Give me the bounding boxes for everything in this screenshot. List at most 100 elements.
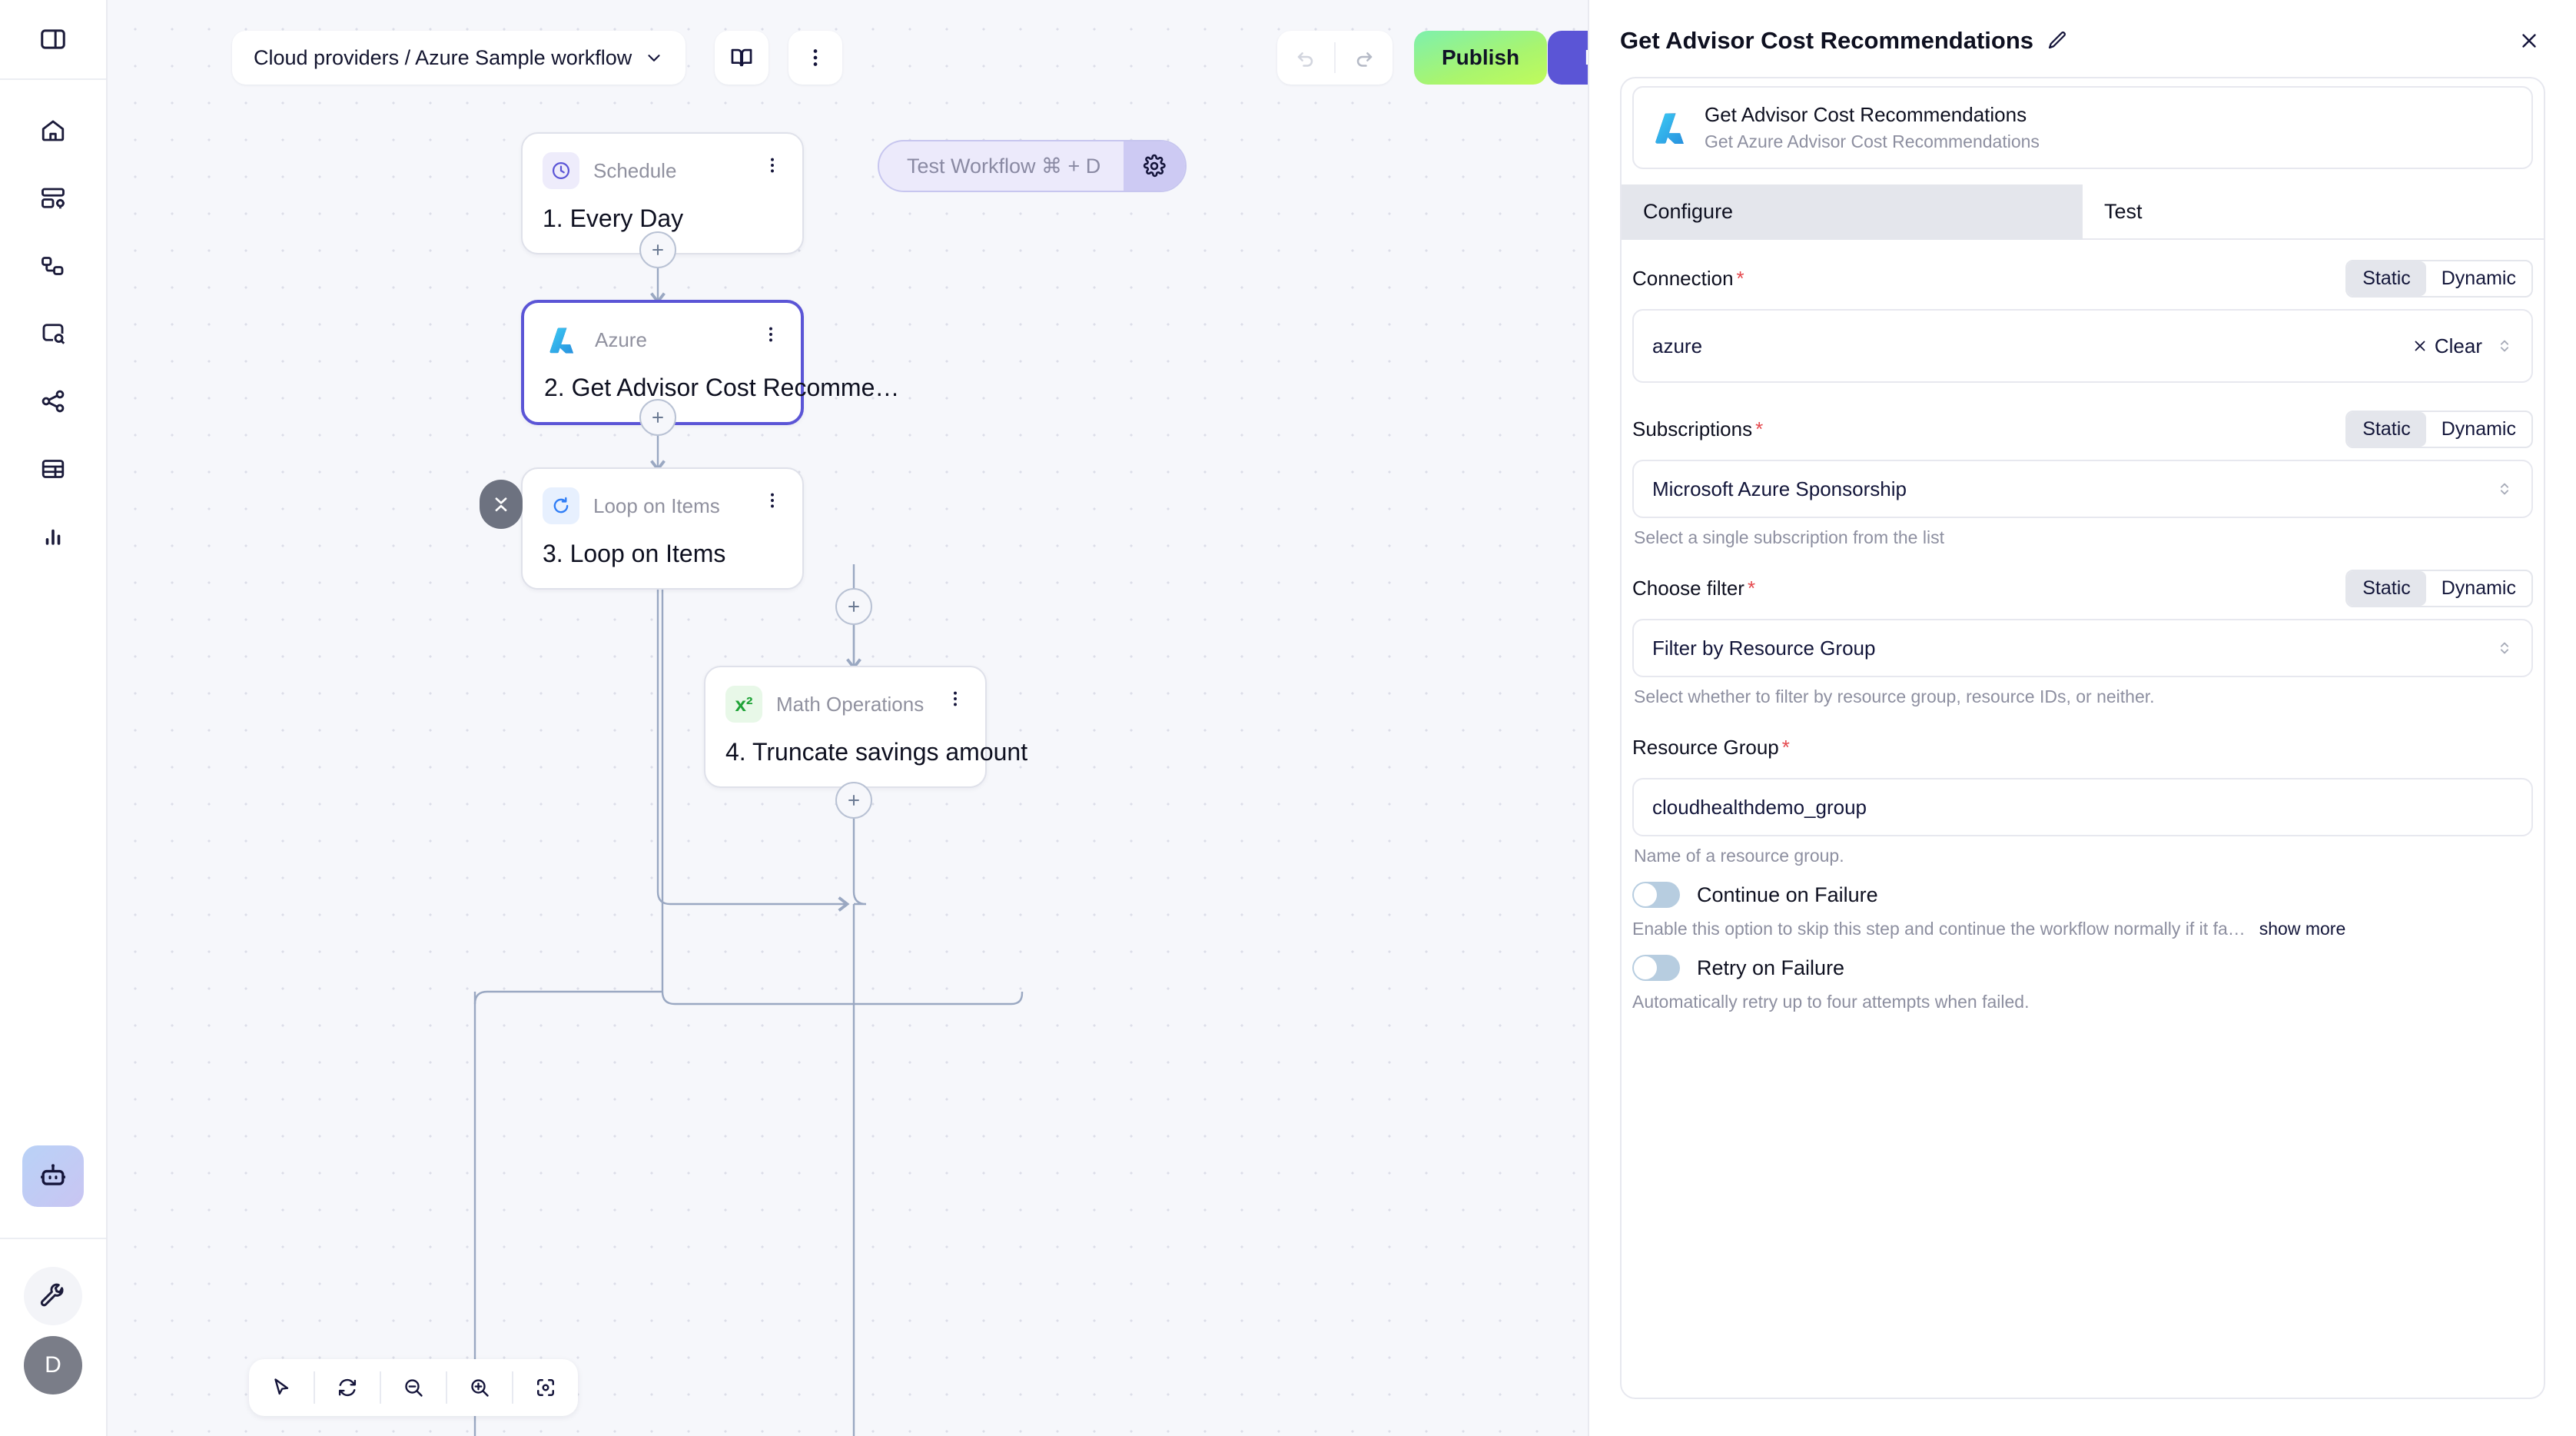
test-settings-button[interactable] — [1124, 141, 1186, 191]
docs-button[interactable] — [715, 31, 768, 85]
sidebar-item-integrations[interactable] — [25, 380, 81, 423]
reset-icon — [336, 1376, 359, 1399]
divider — [512, 1371, 513, 1404]
retry-on-failure-description: Automatically retry up to four attempts … — [1632, 992, 2030, 1012]
node-title: 4. Truncate savings amount — [725, 738, 1028, 766]
node-menu-button[interactable] — [762, 490, 782, 510]
workflow-node-loop[interactable]: Loop on Items 3. Loop on Items — [521, 467, 804, 590]
fit-to-view-button[interactable] — [513, 1359, 578, 1416]
chevron-updown-icon[interactable] — [2496, 638, 2513, 658]
add-step-button[interactable] — [639, 399, 676, 436]
add-step-button[interactable] — [835, 782, 872, 819]
loop-icon — [543, 487, 579, 524]
node-kind-label: Loop on Items — [593, 494, 720, 517]
rail-divider — [0, 1238, 106, 1239]
cursor-icon — [270, 1376, 293, 1399]
sidebar-item-workflows[interactable] — [25, 244, 81, 288]
toggle-knob — [1634, 956, 1657, 979]
sidebar-item-reports[interactable] — [25, 515, 81, 558]
sidebar-item-tables[interactable] — [25, 447, 81, 490]
settings-tools-button[interactable] — [24, 1267, 82, 1325]
close-icon[interactable] — [2513, 25, 2545, 57]
sidebar-toggle-button[interactable] — [0, 0, 106, 80]
add-step-button[interactable] — [835, 588, 872, 625]
zoom-in-button[interactable] — [447, 1359, 512, 1416]
subscriptions-dynamic-option[interactable]: Dynamic — [2441, 417, 2516, 440]
reset-view-button[interactable] — [315, 1359, 380, 1416]
choose-filter-dynamic-option[interactable]: Dynamic — [2441, 577, 2516, 599]
undo-redo-group — [1277, 31, 1393, 85]
subscriptions-static-option[interactable]: Static — [2347, 411, 2426, 447]
pencil-icon[interactable] — [2046, 29, 2069, 52]
close-x-icon — [2412, 337, 2428, 354]
retry-on-failure-label: Retry on Failure — [1697, 956, 1845, 979]
node-menu-button[interactable] — [945, 689, 965, 709]
ai-assistant-button[interactable] — [22, 1145, 84, 1207]
connection-dynamic-option[interactable]: Dynamic — [2441, 267, 2516, 289]
add-step-button[interactable] — [639, 231, 676, 268]
node-kind-label: Math Operations — [776, 692, 925, 716]
continue-on-failure-description: Enable this option to skip this step and… — [1632, 919, 2246, 939]
redo-button[interactable] — [1336, 46, 1393, 69]
plus-icon — [845, 598, 862, 615]
connection-static-option[interactable]: Static — [2347, 261, 2426, 296]
required-asterisk: * — [1781, 735, 1790, 759]
home-icon — [39, 117, 67, 145]
workflow-breadcrumb-dropdown[interactable]: Cloud providers / Azure Sample workflow — [232, 31, 686, 85]
resource-group-field-header: Resource Group * — [1632, 727, 2533, 767]
required-asterisk: * — [1755, 417, 1764, 440]
workflow-node-azure[interactable]: Azure 2. Get Advisor Cost Recomme… — [521, 300, 899, 425]
exit-button[interactable]: Exit — [1548, 31, 1588, 85]
continue-on-failure-toggle[interactable] — [1632, 882, 1680, 908]
choose-filter-mode-toggle: Static Dynamic — [2345, 569, 2533, 607]
node-menu-button[interactable] — [762, 155, 782, 175]
workflow-more-button[interactable] — [788, 31, 842, 85]
resource-group-label: Resource Group — [1632, 735, 1779, 759]
subscriptions-select[interactable]: Microsoft Azure Sponsorship — [1632, 460, 2533, 518]
subscriptions-label: Subscriptions — [1632, 417, 1753, 440]
connection-field-header: Connection * Static Dynamic — [1632, 258, 2533, 298]
sidebar-item-dashboards[interactable] — [25, 177, 81, 220]
user-avatar[interactable]: D — [24, 1336, 82, 1394]
tab-configure[interactable]: Configure — [1622, 184, 2083, 240]
retry-on-failure-toggle[interactable] — [1632, 955, 1680, 981]
connection-clear-button[interactable]: Clear — [2412, 334, 2482, 358]
node-header: x² Math Operations — [725, 686, 965, 723]
loop-collapse-button[interactable] — [480, 480, 523, 529]
sidebar-item-home[interactable] — [25, 109, 81, 152]
zoom-out-button[interactable] — [381, 1359, 446, 1416]
canvas-toolbar — [249, 1359, 578, 1416]
test-workflow-button[interactable]: Test Workflow ⌘ + D — [907, 154, 1101, 178]
choose-filter-static-option[interactable]: Static — [2347, 570, 2426, 606]
resource-group-hint: Name of a resource group. — [1634, 846, 1844, 866]
workflow-node-math[interactable]: x² Math Operations 4. Truncate savings a… — [704, 666, 1028, 788]
panel-title: Get Advisor Cost Recommendations — [1620, 27, 2034, 54]
node-info-description: Get Azure Advisor Cost Recommendations — [1705, 131, 2040, 151]
workflow-canvas[interactable]: Cloud providers / Azure Sample workflow — [108, 0, 1588, 1436]
subscriptions-field-header: Subscriptions * Static Dynamic — [1632, 409, 2533, 449]
chevron-updown-icon[interactable] — [2496, 336, 2513, 356]
choose-filter-select[interactable]: Filter by Resource Group — [1632, 619, 2533, 677]
continue-on-failure-show-more[interactable]: show more — [2259, 919, 2346, 939]
undo-button[interactable] — [1277, 46, 1334, 69]
divider — [380, 1371, 381, 1404]
choose-filter-label: Choose filter — [1632, 576, 1744, 600]
resource-group-input[interactable]: cloudhealthdemo_group — [1632, 778, 2533, 836]
connection-value: azure — [1652, 334, 1703, 357]
connection-input[interactable]: azure Clear — [1632, 309, 2533, 383]
connection-label: Connection — [1632, 266, 1734, 290]
node-menu-button[interactable] — [761, 324, 781, 344]
sidebar-item-explore[interactable] — [25, 312, 81, 355]
azure-icon — [544, 321, 581, 358]
left-sidebar-rail: D — [0, 0, 108, 1436]
publish-button[interactable]: Publish — [1414, 31, 1548, 85]
fit-view-icon — [534, 1376, 557, 1399]
zoom-in-icon — [468, 1376, 491, 1399]
tab-test[interactable]: Test — [2083, 184, 2544, 240]
more-vertical-icon — [804, 46, 827, 69]
chevron-updown-icon[interactable] — [2496, 479, 2513, 499]
robot-icon — [36, 1159, 70, 1193]
share-network-icon — [39, 387, 67, 415]
continue-on-failure-description-row: Enable this option to skip this step and… — [1632, 919, 2533, 939]
select-tool-button[interactable] — [249, 1359, 314, 1416]
